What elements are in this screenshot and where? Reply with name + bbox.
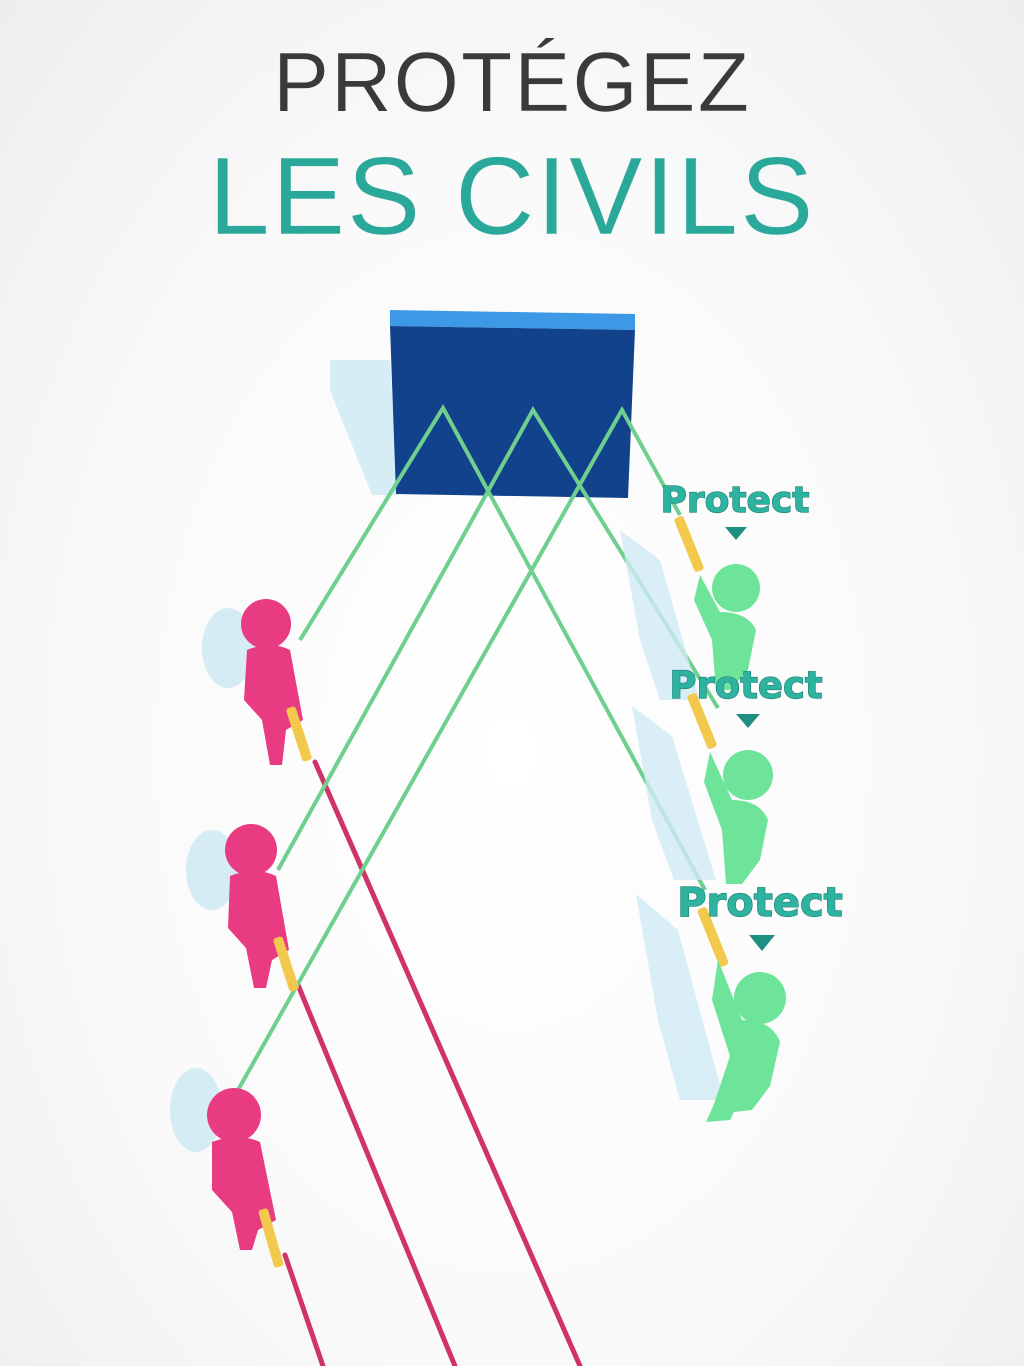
- protect-label: Protect: [669, 664, 822, 707]
- enemy-head: [225, 824, 277, 876]
- enemy-head: [241, 599, 291, 649]
- enemy-shadow: [170, 1068, 222, 1152]
- civilian-2[interactable]: [632, 692, 773, 884]
- civilian-body: [704, 752, 768, 884]
- civilian-shadow: [632, 706, 716, 880]
- friendly-laser-3: [236, 405, 682, 1091]
- headline-line-1: PROTÉGEZ: [272, 35, 752, 129]
- gun-icon: [674, 516, 704, 572]
- civilian-body: [694, 575, 756, 690]
- headline-line-2: LES CIVILS: [208, 135, 816, 258]
- civilian-head: [712, 564, 760, 612]
- enemy-body: [212, 1137, 276, 1250]
- civilian-head: [734, 972, 786, 1024]
- enemy-shooter-1: [202, 599, 312, 765]
- enemy-laser-2: [295, 982, 458, 1366]
- enemy-shooter-2: [186, 824, 299, 992]
- triangle-down-icon: [725, 527, 747, 540]
- protect-label: Protect: [677, 880, 843, 926]
- triangle-down-icon: [736, 714, 760, 728]
- protect-marker-2: Protect: [669, 663, 823, 728]
- enemy-shooter-3: [170, 1068, 284, 1268]
- civilian-1[interactable]: [620, 515, 760, 700]
- enemy-laser-1: [312, 759, 583, 1366]
- civilian-3[interactable]: [636, 894, 786, 1122]
- gun-icon: [286, 706, 312, 762]
- gun-icon: [258, 1208, 284, 1268]
- civilian-body: [706, 960, 780, 1122]
- protect-marker-1: Protect: [660, 479, 810, 540]
- wall-shadow: [330, 360, 398, 495]
- enemy-shadow: [202, 608, 254, 688]
- friendly-laser-1: [298, 404, 707, 891]
- enemy-laser-beams: [282, 759, 583, 1366]
- enemy-body: [228, 871, 289, 988]
- enemy-body: [244, 645, 303, 765]
- wall-top: [390, 310, 635, 330]
- enemy-laser-3: [282, 1252, 326, 1366]
- gun-icon: [273, 936, 299, 992]
- protect-label: Protect: [660, 480, 809, 521]
- civilian-shadow: [620, 530, 700, 700]
- wall-face: [390, 326, 635, 498]
- civilian-shadow: [636, 894, 724, 1100]
- blue-wall: [390, 310, 635, 498]
- gun-icon: [697, 907, 729, 967]
- enemy-head: [207, 1088, 261, 1142]
- protect-marker-3: Protect: [677, 879, 843, 951]
- civilian-head: [723, 750, 773, 800]
- triangle-down-icon: [749, 935, 775, 951]
- gun-icon: [687, 693, 717, 749]
